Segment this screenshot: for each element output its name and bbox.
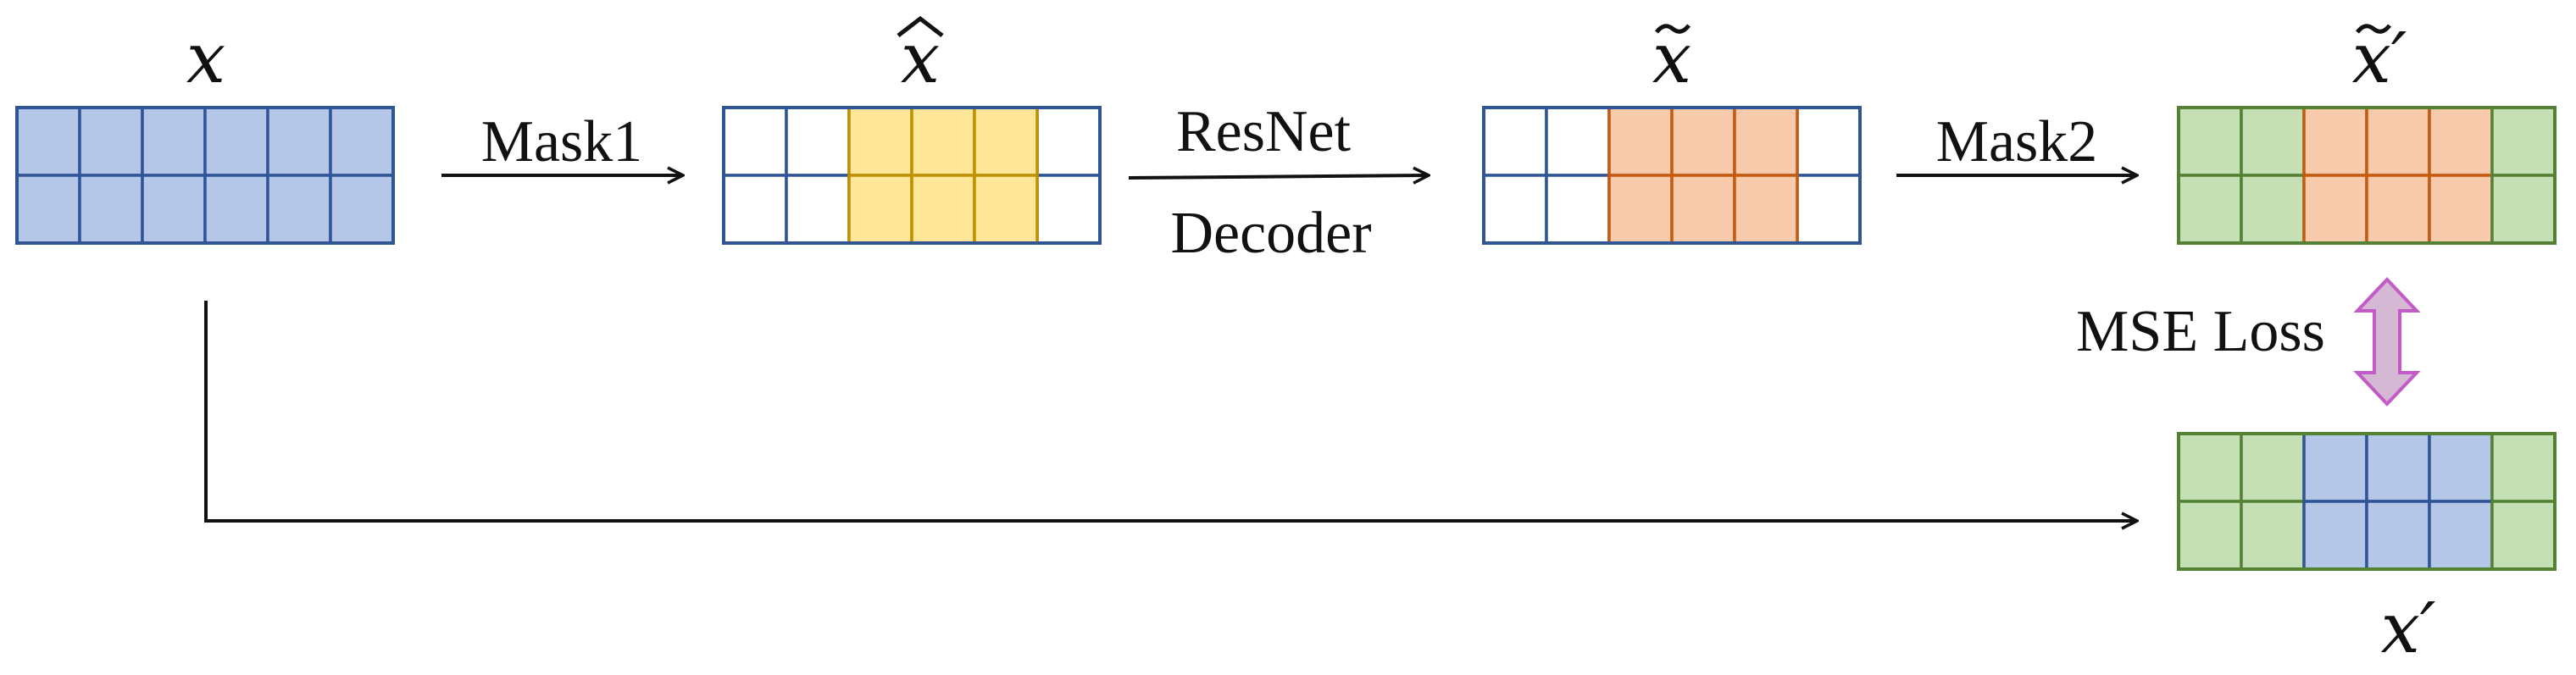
- grid-cell-yellow: [847, 106, 913, 177]
- grid-cell-green: [2177, 174, 2243, 245]
- grid-cell-blue: [266, 174, 332, 245]
- grid-cell-blue: [78, 174, 144, 245]
- grid-cell-green: [2490, 500, 2557, 571]
- grid-cell-white: [1796, 106, 1862, 177]
- grid-x: [15, 106, 395, 245]
- grid-cell-orange: [2302, 174, 2368, 245]
- grid-cell-orange: [2365, 174, 2431, 245]
- skip-connection-arrow: [204, 301, 2137, 521]
- grid-x-prime: [2177, 432, 2557, 571]
- grid-cell-green: [2240, 174, 2306, 245]
- grid-cell-orange: [1607, 174, 1674, 245]
- grid-cell-blue: [329, 174, 395, 245]
- grid-cell-blue: [2302, 500, 2368, 571]
- grid-cell-blue: [329, 106, 395, 177]
- tilde-accent: [1655, 24, 1690, 34]
- mse-double-arrow: [2353, 277, 2421, 407]
- grid-cell-orange: [1607, 106, 1674, 177]
- grid-cell-blue: [266, 106, 332, 177]
- grid-cell-green: [2240, 106, 2306, 177]
- mse-loss-label: MSE Loss: [2076, 299, 2325, 364]
- grid-cell-white: [1035, 174, 1102, 245]
- mask1-label: Mask1: [481, 109, 643, 174]
- grid-cell-white: [1545, 106, 1611, 177]
- grid-cell-blue: [2428, 432, 2494, 503]
- grid-cell-yellow: [910, 106, 976, 177]
- grid-cell-green: [2177, 432, 2243, 503]
- grid-cell-green: [2240, 500, 2306, 571]
- label-x-hat: x: [897, 15, 944, 99]
- svg-text:x: x: [901, 19, 940, 99]
- grid-frame: [15, 106, 395, 245]
- grid-cell-green: [2177, 106, 2243, 177]
- grid-cell-white: [1035, 106, 1102, 177]
- grid-cell-white: [785, 174, 851, 245]
- grid-cell-yellow: [973, 106, 1039, 177]
- tilde-accent: [2356, 24, 2391, 34]
- grid-cell-white: [1796, 174, 1862, 245]
- grid-cell-orange: [1670, 106, 1736, 177]
- label-x-tilde: x: [1652, 19, 1691, 99]
- grid-cell-white: [722, 174, 788, 245]
- grid-cell-orange: [2428, 106, 2494, 177]
- grid-frame: [2177, 432, 2557, 571]
- grid-cell-blue: [2302, 432, 2368, 503]
- label-x: x: [186, 19, 225, 99]
- grid-cell-white: [785, 106, 851, 177]
- grid-frame: [1482, 106, 1862, 245]
- grid-cell-blue: [141, 174, 207, 245]
- grid-x-tilde: [1482, 106, 1862, 245]
- grid-cell-green: [2240, 432, 2306, 503]
- grid-frame: [722, 106, 1102, 245]
- grid-cell-blue: [78, 106, 144, 177]
- grid-x-hat: [722, 106, 1102, 245]
- grid-cell-yellow: [910, 174, 976, 245]
- grid-cell-blue: [15, 106, 81, 177]
- grid-cell-blue: [2428, 500, 2494, 571]
- grid-cell-white: [1482, 106, 1548, 177]
- grid-cell-white: [1482, 174, 1548, 245]
- mask2-label: Mask2: [1936, 109, 2098, 174]
- grid-cell-green: [2490, 432, 2557, 503]
- grid-cell-orange: [2302, 106, 2368, 177]
- grid-x-tilde-prime: [2177, 106, 2557, 245]
- grid-cell-green: [2490, 174, 2557, 245]
- grid-cell-white: [722, 106, 788, 177]
- grid-cell-white: [1545, 174, 1611, 245]
- resnet-decoder-arrow: [1128, 175, 1429, 178]
- grid-cell-blue: [2365, 432, 2431, 503]
- grid-cell-green: [2177, 500, 2243, 571]
- grid-cell-orange: [2428, 174, 2494, 245]
- grid-cell-green: [2490, 106, 2557, 177]
- label-x-prime: x′: [2381, 589, 2436, 669]
- decoder-label: Decoder: [1170, 201, 1371, 266]
- grid-cell-blue: [15, 174, 81, 245]
- grid-frame: [2177, 106, 2557, 245]
- grid-cell-blue: [203, 174, 269, 245]
- hat-accent: [897, 15, 944, 37]
- grid-cell-orange: [1670, 174, 1736, 245]
- grid-cell-orange: [1733, 174, 1799, 245]
- grid-cell-yellow: [847, 174, 913, 245]
- grid-cell-orange: [1733, 106, 1799, 177]
- grid-cell-blue: [203, 106, 269, 177]
- label-x-tilde-prime: x′: [2352, 19, 2407, 99]
- grid-cell-orange: [2365, 106, 2431, 177]
- resnet-label: ResNet: [1176, 99, 1352, 164]
- grid-cell-yellow: [973, 174, 1039, 245]
- grid-cell-blue: [2365, 500, 2431, 571]
- grid-cell-blue: [141, 106, 207, 177]
